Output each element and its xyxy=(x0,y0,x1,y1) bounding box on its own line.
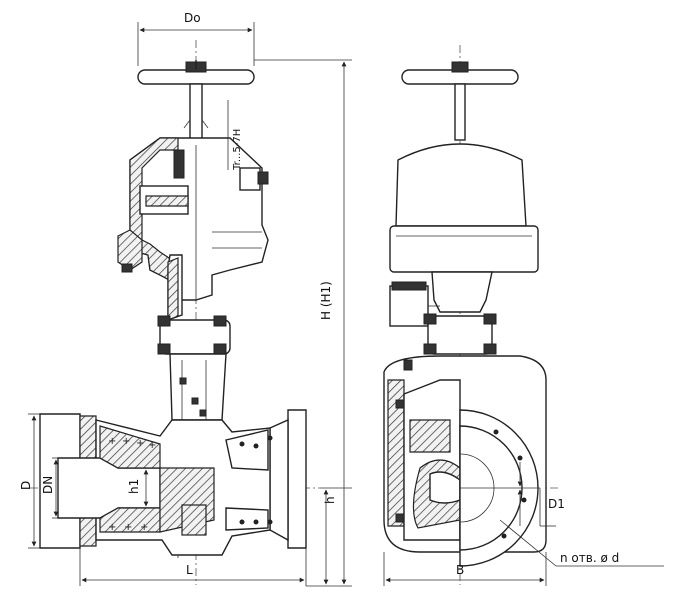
dimension-d: D xyxy=(19,413,40,549)
front-stem xyxy=(183,83,209,147)
label-h1: h1 xyxy=(127,479,141,494)
label-b: B xyxy=(456,563,464,577)
side-bonnet xyxy=(423,313,497,355)
side-actuator xyxy=(389,143,539,313)
dimension-h-h1: H (H1) xyxy=(254,59,352,587)
body-cross-markers: + + + + + + + xyxy=(108,435,273,533)
dimension-dn: DN xyxy=(41,457,59,519)
label-d: D xyxy=(19,481,33,490)
dimension-h1: h1 xyxy=(127,469,149,507)
front-section-view: + + + + + + + Do Tr...5-7H H (H1) xyxy=(19,11,352,587)
front-gearbox xyxy=(117,137,269,301)
svg-text:+: + xyxy=(124,522,132,533)
label-l: L xyxy=(186,563,193,577)
front-bonnet xyxy=(157,254,231,433)
dimension-h: h xyxy=(320,487,352,585)
label-holes: n отв. ø d xyxy=(560,551,619,565)
svg-text:+: + xyxy=(136,438,144,449)
side-handwheel xyxy=(401,61,519,141)
label-h: h xyxy=(323,496,337,504)
label-dn: DN xyxy=(41,476,55,494)
side-flange-holes xyxy=(493,429,527,539)
front-handwheel xyxy=(137,60,255,85)
label-do: Do xyxy=(184,11,201,25)
side-view: D1 n отв. ø d B xyxy=(383,45,664,586)
holes-callout: n отв. ø d xyxy=(499,519,664,567)
dimension-b: B xyxy=(383,552,547,586)
svg-text:+: + xyxy=(140,522,148,533)
dimension-do: Do xyxy=(137,11,255,66)
label-thread: Tr...5-7H xyxy=(232,129,243,171)
label-h-h1: H (H1) xyxy=(319,281,333,320)
side-limit-box xyxy=(389,281,440,327)
front-valve-body: + + + + + + + xyxy=(39,409,307,558)
side-body xyxy=(383,355,547,567)
label-d1: D1 xyxy=(548,497,565,511)
dimension-l: L xyxy=(79,548,307,586)
dimension-d1: D1 xyxy=(460,462,565,527)
thread-callout: Tr...5-7H xyxy=(227,100,243,171)
svg-text:+: + xyxy=(148,440,156,451)
svg-text:+: + xyxy=(108,436,116,447)
svg-text:+: + xyxy=(122,436,130,447)
svg-text:+: + xyxy=(108,522,116,533)
